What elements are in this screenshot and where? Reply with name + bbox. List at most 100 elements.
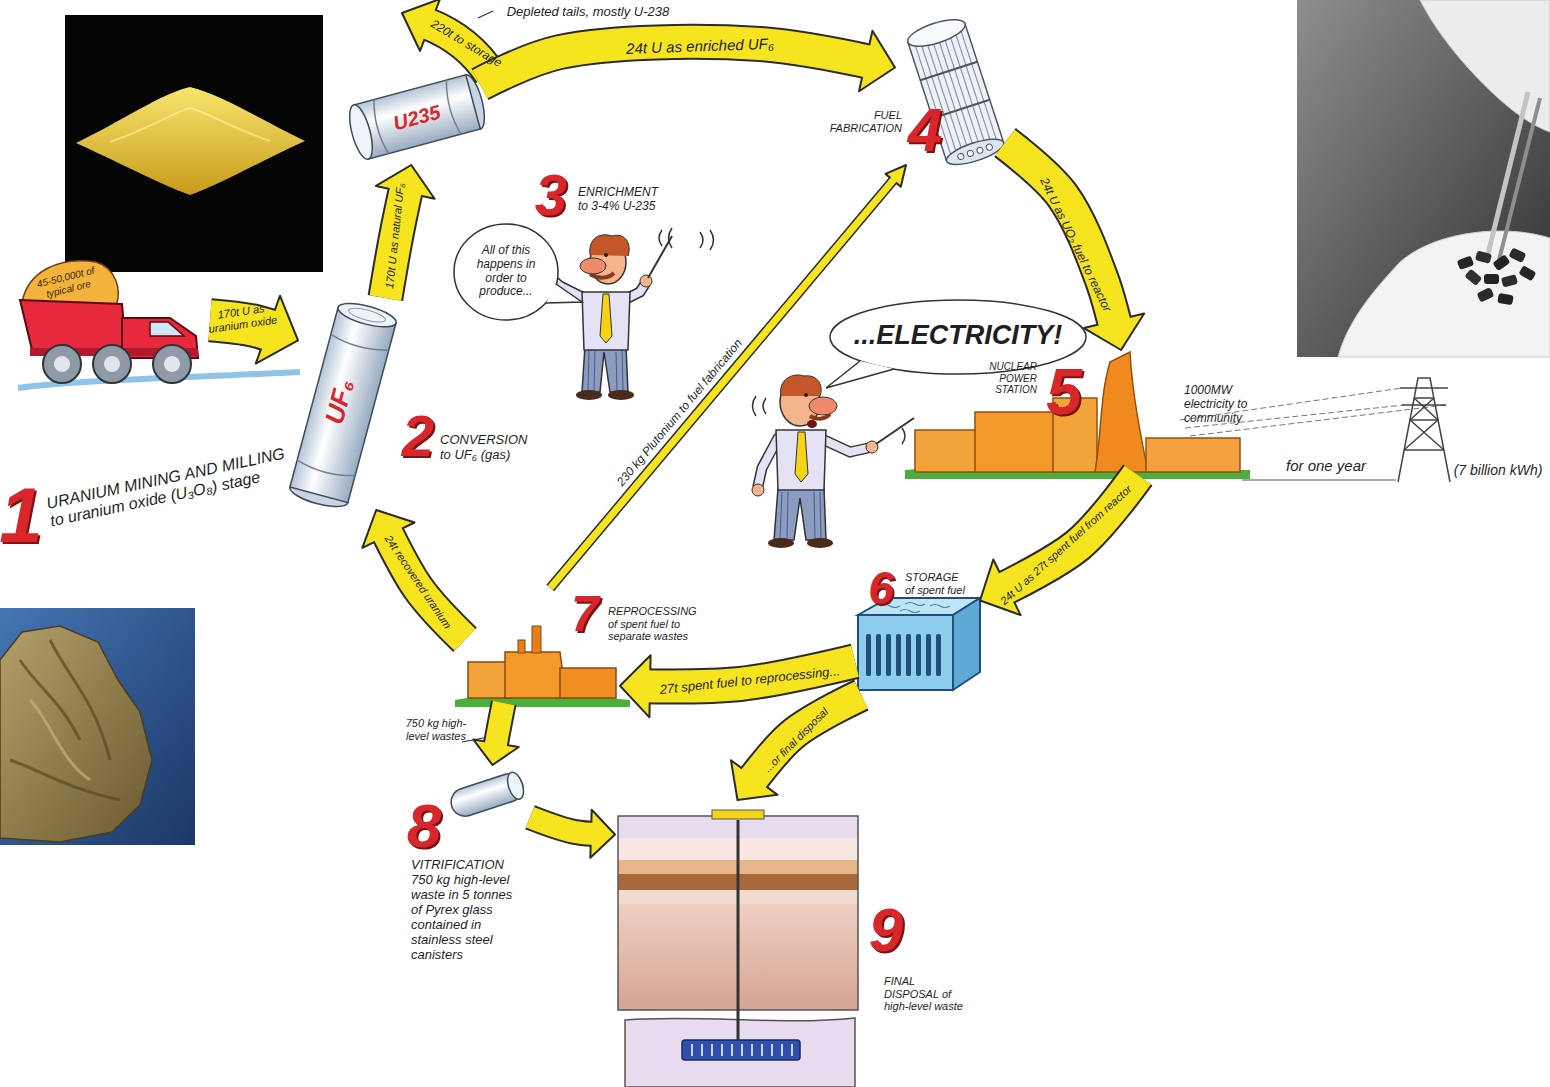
power-station [1095, 352, 1148, 472]
cartoon-presenter [876, 418, 914, 444]
ore-text: 45-50,000t of typical ore [33, 264, 101, 302]
speech-bubble-outline [830, 300, 1086, 374]
fuel-pellet-photo [1420, 0, 1550, 132]
spent-fuel-pool [936, 634, 941, 676]
arrow-outline [376, 510, 465, 640]
power-lines [1180, 388, 1446, 436]
spent-fuel-pool [876, 634, 881, 676]
ore-truck [54, 356, 70, 372]
cartoon-presenter [795, 432, 808, 482]
cartoon-presenter [582, 346, 628, 392]
spent-fuel-pool [880, 603, 950, 613]
cartoon-presenter [604, 253, 608, 257]
arrow-body [738, 695, 862, 800]
annotation: 1000MW electricity to community [1184, 384, 1272, 425]
cartoon-presenter [776, 430, 826, 490]
uranium-ore-photo [0, 626, 152, 842]
cartoon-presenter [824, 440, 868, 452]
cartoon-presenter [824, 440, 868, 452]
stage-label: URANIUM MINING AND MILLING to uranium ox… [45, 443, 299, 531]
transmission-pylon [1398, 378, 1450, 482]
arrow-outline [620, 661, 855, 686]
power-station [1146, 438, 1240, 472]
fabrication-stage: FUEL FABRICATION4 [895, 15, 1005, 165]
glass-canister [447, 770, 526, 819]
speech-bubble-outline [452, 222, 560, 322]
stage-number: 8 [407, 795, 441, 857]
spent-fuel-pool [906, 634, 911, 676]
vitrification-stage: 8VITRIFICATION 750 kg high-level waste i… [405, 765, 530, 860]
uranium-ore-photo [10, 640, 120, 800]
ore-truck [22, 261, 118, 306]
arrow-body [980, 475, 1138, 601]
flow-arrow [530, 810, 615, 858]
yellowcake-photo [65, 15, 323, 272]
flow-label: 24t recovered uranium [382, 533, 454, 631]
enriched-uf6-cylinder [370, 80, 461, 155]
stage-label: ENRICHMENT to 3-4% U-235 [578, 186, 670, 214]
uf6-cylinder [347, 305, 386, 324]
stage-label: VITRIFICATION 750 kg high-level waste in… [411, 858, 525, 963]
spent-fuel-pool [916, 634, 921, 676]
annotation: for one year [1286, 457, 1366, 474]
flow-label: 230 kg Plutonium to fuel fabrication [614, 337, 745, 489]
cartoon-presenter [540, 228, 714, 400]
fuel-pellet-photo [1497, 293, 1514, 305]
arrow-outline [738, 695, 862, 800]
reprocessing-plant [518, 640, 525, 653]
enriched-uf6-cylinder [345, 73, 489, 162]
arrow-body [376, 510, 465, 640]
cartoon-presenter [758, 438, 778, 486]
arrow-body [620, 661, 855, 686]
flow-label: 170t U as natural UF₆ [383, 183, 407, 290]
bubble-text: All of this happens in order to produce.… [466, 244, 546, 299]
cartoon-presenter [640, 275, 652, 287]
power-station [1053, 398, 1097, 472]
cylinder-marking: U235 [391, 101, 443, 136]
spent-fuel-pool [886, 634, 891, 676]
cartoon-presenter [600, 294, 612, 343]
annotation: 220t to storage [428, 17, 504, 70]
repository-cross-section [618, 810, 858, 1087]
repository-cross-section [737, 820, 740, 1042]
stage-label: FUEL FABRICATION [822, 109, 902, 134]
flow-arrow [731, 695, 861, 800]
stage-label: NUCLEAR POWER STATION [975, 361, 1037, 396]
stage-number: 9 [869, 899, 903, 961]
reprocessing-stage: 7REPROCESSING of spent fuel to separate … [465, 588, 620, 703]
fuel-pellet-photo [1498, 98, 1540, 264]
speech-bubble-tail [826, 361, 894, 388]
repository-cross-section [692, 1044, 792, 1056]
arrow-body [550, 165, 906, 588]
fuel-pellet-photo [1484, 274, 1499, 284]
uranium-ore-photo [0, 608, 195, 845]
speech-bubble-tail [826, 361, 894, 388]
fuel-assembly [920, 62, 989, 119]
stage-number: 5 [1046, 360, 1082, 424]
stage-number: 4 [908, 99, 942, 161]
reprocessing-plant [505, 652, 566, 698]
cartoon-presenter [807, 538, 833, 548]
fuel-assembly [986, 143, 994, 151]
transmission-pylon [1400, 388, 1448, 405]
power-station [915, 430, 977, 472]
cylinder-marking: UF₆ [320, 376, 361, 427]
stage-number: 6 [868, 565, 894, 611]
cartoon-presenter [804, 393, 808, 397]
cartoon-presenter [588, 350, 623, 390]
fuel-pellet-photo [1464, 269, 1482, 286]
fuel-assembly [957, 153, 965, 161]
fuel-pellet-photo [1492, 254, 1510, 271]
flow-arrow [480, 31, 895, 92]
speech-bubble-tail [546, 284, 582, 303]
cartoon-presenter [752, 484, 764, 496]
ore-truck [164, 356, 180, 372]
flow-arrow [376, 165, 435, 298]
ore-truck [20, 300, 126, 350]
fuel-assembly [905, 14, 1007, 169]
